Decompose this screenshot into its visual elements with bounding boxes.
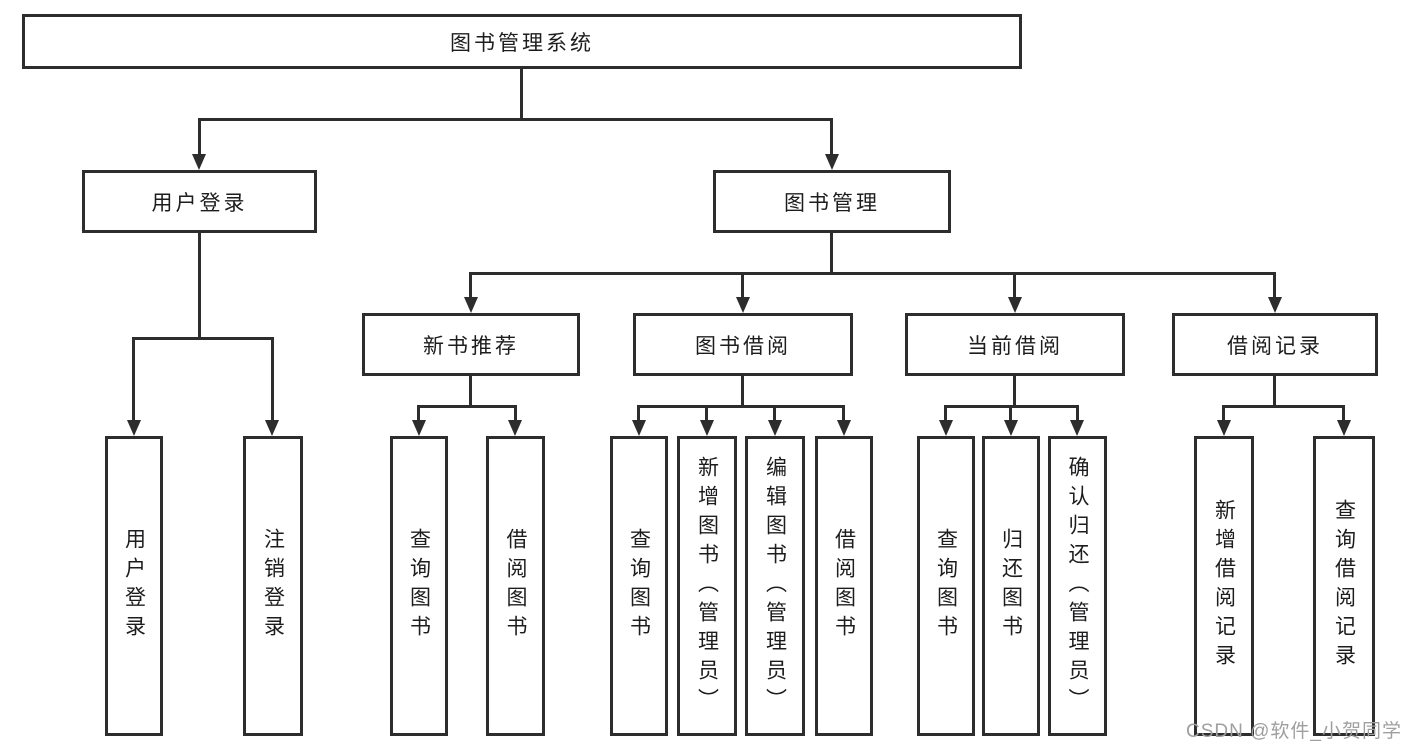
connector-borrow-records-drop-2	[1342, 405, 1345, 422]
leaf-nb-borrow-books: 借阅图书	[486, 436, 545, 736]
arrow-down-icon	[825, 154, 839, 170]
connector-book-borrow-drop-4	[842, 405, 845, 422]
connector-borrow-records-stem	[1273, 374, 1276, 407]
leaf-br-add-record: 新增借阅记录	[1194, 436, 1254, 736]
arrow-down-icon	[265, 420, 279, 436]
leaf-user-login: 用户登录	[105, 436, 163, 736]
arrow-down-icon	[1217, 420, 1231, 436]
connector-book-mgmt-stem	[830, 231, 833, 273]
connector-root-rail	[198, 118, 833, 121]
leaf-label: 归还图书	[999, 528, 1023, 644]
leaf-bb-add-book-admin: 新增图书（管理员）	[677, 436, 737, 736]
connector-new-books-drop-2	[514, 405, 517, 422]
node-borrowing-records: 借阅记录	[1172, 313, 1378, 376]
watermark: CSDN @软件_小贺同学	[1186, 721, 1402, 742]
connector-current-borrow-drop-2	[1009, 405, 1012, 422]
leaf-label: 查询借阅记录	[1332, 499, 1356, 673]
arrow-down-icon	[1008, 297, 1022, 313]
connector-user-login-drop-1	[132, 337, 135, 422]
connector-book-mgmt-drop-3	[1013, 272, 1016, 299]
arrow-down-icon	[192, 154, 206, 170]
arrow-down-icon	[1337, 420, 1351, 436]
node-book-management: 图书管理	[713, 170, 951, 233]
connector-new-books-rail	[417, 405, 517, 408]
leaf-label: 借阅图书	[832, 528, 856, 644]
node-new-book-recommendation: 新书推荐	[362, 313, 580, 376]
leaf-bb-edit-book-admin: 编辑图书（管理员）	[745, 436, 805, 736]
arrow-down-icon	[412, 420, 426, 436]
arrow-down-icon	[1004, 420, 1018, 436]
leaf-label: 查询图书	[934, 528, 958, 644]
leaf-bb-query-books: 查询图书	[610, 436, 668, 736]
arrow-down-icon	[464, 297, 478, 313]
arrow-down-icon	[768, 420, 782, 436]
connector-new-books-drop-1	[417, 405, 420, 422]
connector-book-borrow-rail	[637, 405, 845, 408]
arrow-down-icon	[1268, 297, 1282, 313]
leaf-cb-query-books: 查询图书	[917, 436, 975, 736]
connector-new-books-stem	[469, 374, 472, 407]
leaf-label: 借阅图书	[504, 528, 527, 644]
leaf-cb-return-books: 归还图书	[982, 436, 1040, 736]
connector-book-borrow-drop-1	[637, 405, 640, 422]
node-label: 用户登录	[151, 191, 248, 215]
connector-book-borrow-drop-3	[773, 405, 776, 422]
leaf-nb-query-books: 查询图书	[390, 436, 448, 736]
connector-borrow-records-drop-1	[1222, 405, 1225, 422]
connector-book-borrow-stem	[741, 374, 744, 407]
connector-root-drop-right	[830, 118, 833, 156]
node-root-label: 图书管理系统	[450, 31, 594, 55]
connector-user-login-stem	[198, 231, 201, 337]
node-label: 当前借阅	[967, 334, 1063, 358]
connector-user-login-rail	[132, 337, 274, 340]
connector-current-borrow-drop-3	[1076, 405, 1079, 422]
connector-book-mgmt-drop-4	[1273, 272, 1276, 299]
node-book-borrowing: 图书借阅	[633, 313, 853, 376]
node-root: 图书管理系统	[22, 14, 1022, 69]
node-label: 新书推荐	[423, 334, 519, 358]
node-label: 图书管理	[784, 191, 880, 215]
connector-user-login-drop-2	[271, 337, 274, 422]
leaf-label: 新增借阅记录	[1212, 499, 1236, 673]
arrow-down-icon	[837, 420, 851, 436]
leaf-label: 确认归还（管理员）	[1066, 455, 1089, 717]
leaf-cb-confirm-return-admin: 确认归还（管理员）	[1048, 436, 1107, 736]
arrow-down-icon	[127, 420, 141, 436]
connector-book-mgmt-drop-1	[469, 272, 472, 299]
connector-book-mgmt-rail	[469, 272, 1276, 275]
leaf-label: 查询图书	[627, 528, 651, 644]
connector-current-borrow-stem	[1013, 374, 1016, 407]
connector-book-mgmt-drop-2	[741, 272, 744, 299]
connector-book-borrow-drop-2	[705, 405, 708, 422]
arrow-down-icon	[632, 420, 646, 436]
leaf-logout: 注销登录	[243, 436, 303, 736]
leaf-label: 查询图书	[407, 528, 431, 644]
leaf-label: 注销登录	[261, 528, 285, 644]
node-user-login: 用户登录	[82, 170, 317, 233]
connector-root-drop-left	[198, 118, 201, 156]
arrow-down-icon	[939, 420, 953, 436]
leaf-label: 用户登录	[122, 528, 146, 644]
arrow-down-icon	[736, 297, 750, 313]
arrow-down-icon	[700, 420, 714, 436]
leaf-bb-borrow-books: 借阅图书	[815, 436, 873, 736]
connector-current-borrow-drop-1	[944, 405, 947, 422]
leaf-label: 新增图书（管理员）	[695, 455, 719, 717]
node-label: 借阅记录	[1227, 334, 1323, 358]
leaf-br-query-record: 查询借阅记录	[1313, 436, 1375, 736]
connector-borrow-records-rail	[1222, 405, 1345, 408]
leaf-label: 编辑图书（管理员）	[763, 455, 787, 717]
connector-root-stem	[520, 67, 523, 118]
arrow-down-icon	[508, 420, 522, 436]
node-current-borrowing: 当前借阅	[905, 313, 1125, 376]
node-label: 图书借阅	[695, 334, 791, 358]
arrow-down-icon	[1070, 420, 1084, 436]
